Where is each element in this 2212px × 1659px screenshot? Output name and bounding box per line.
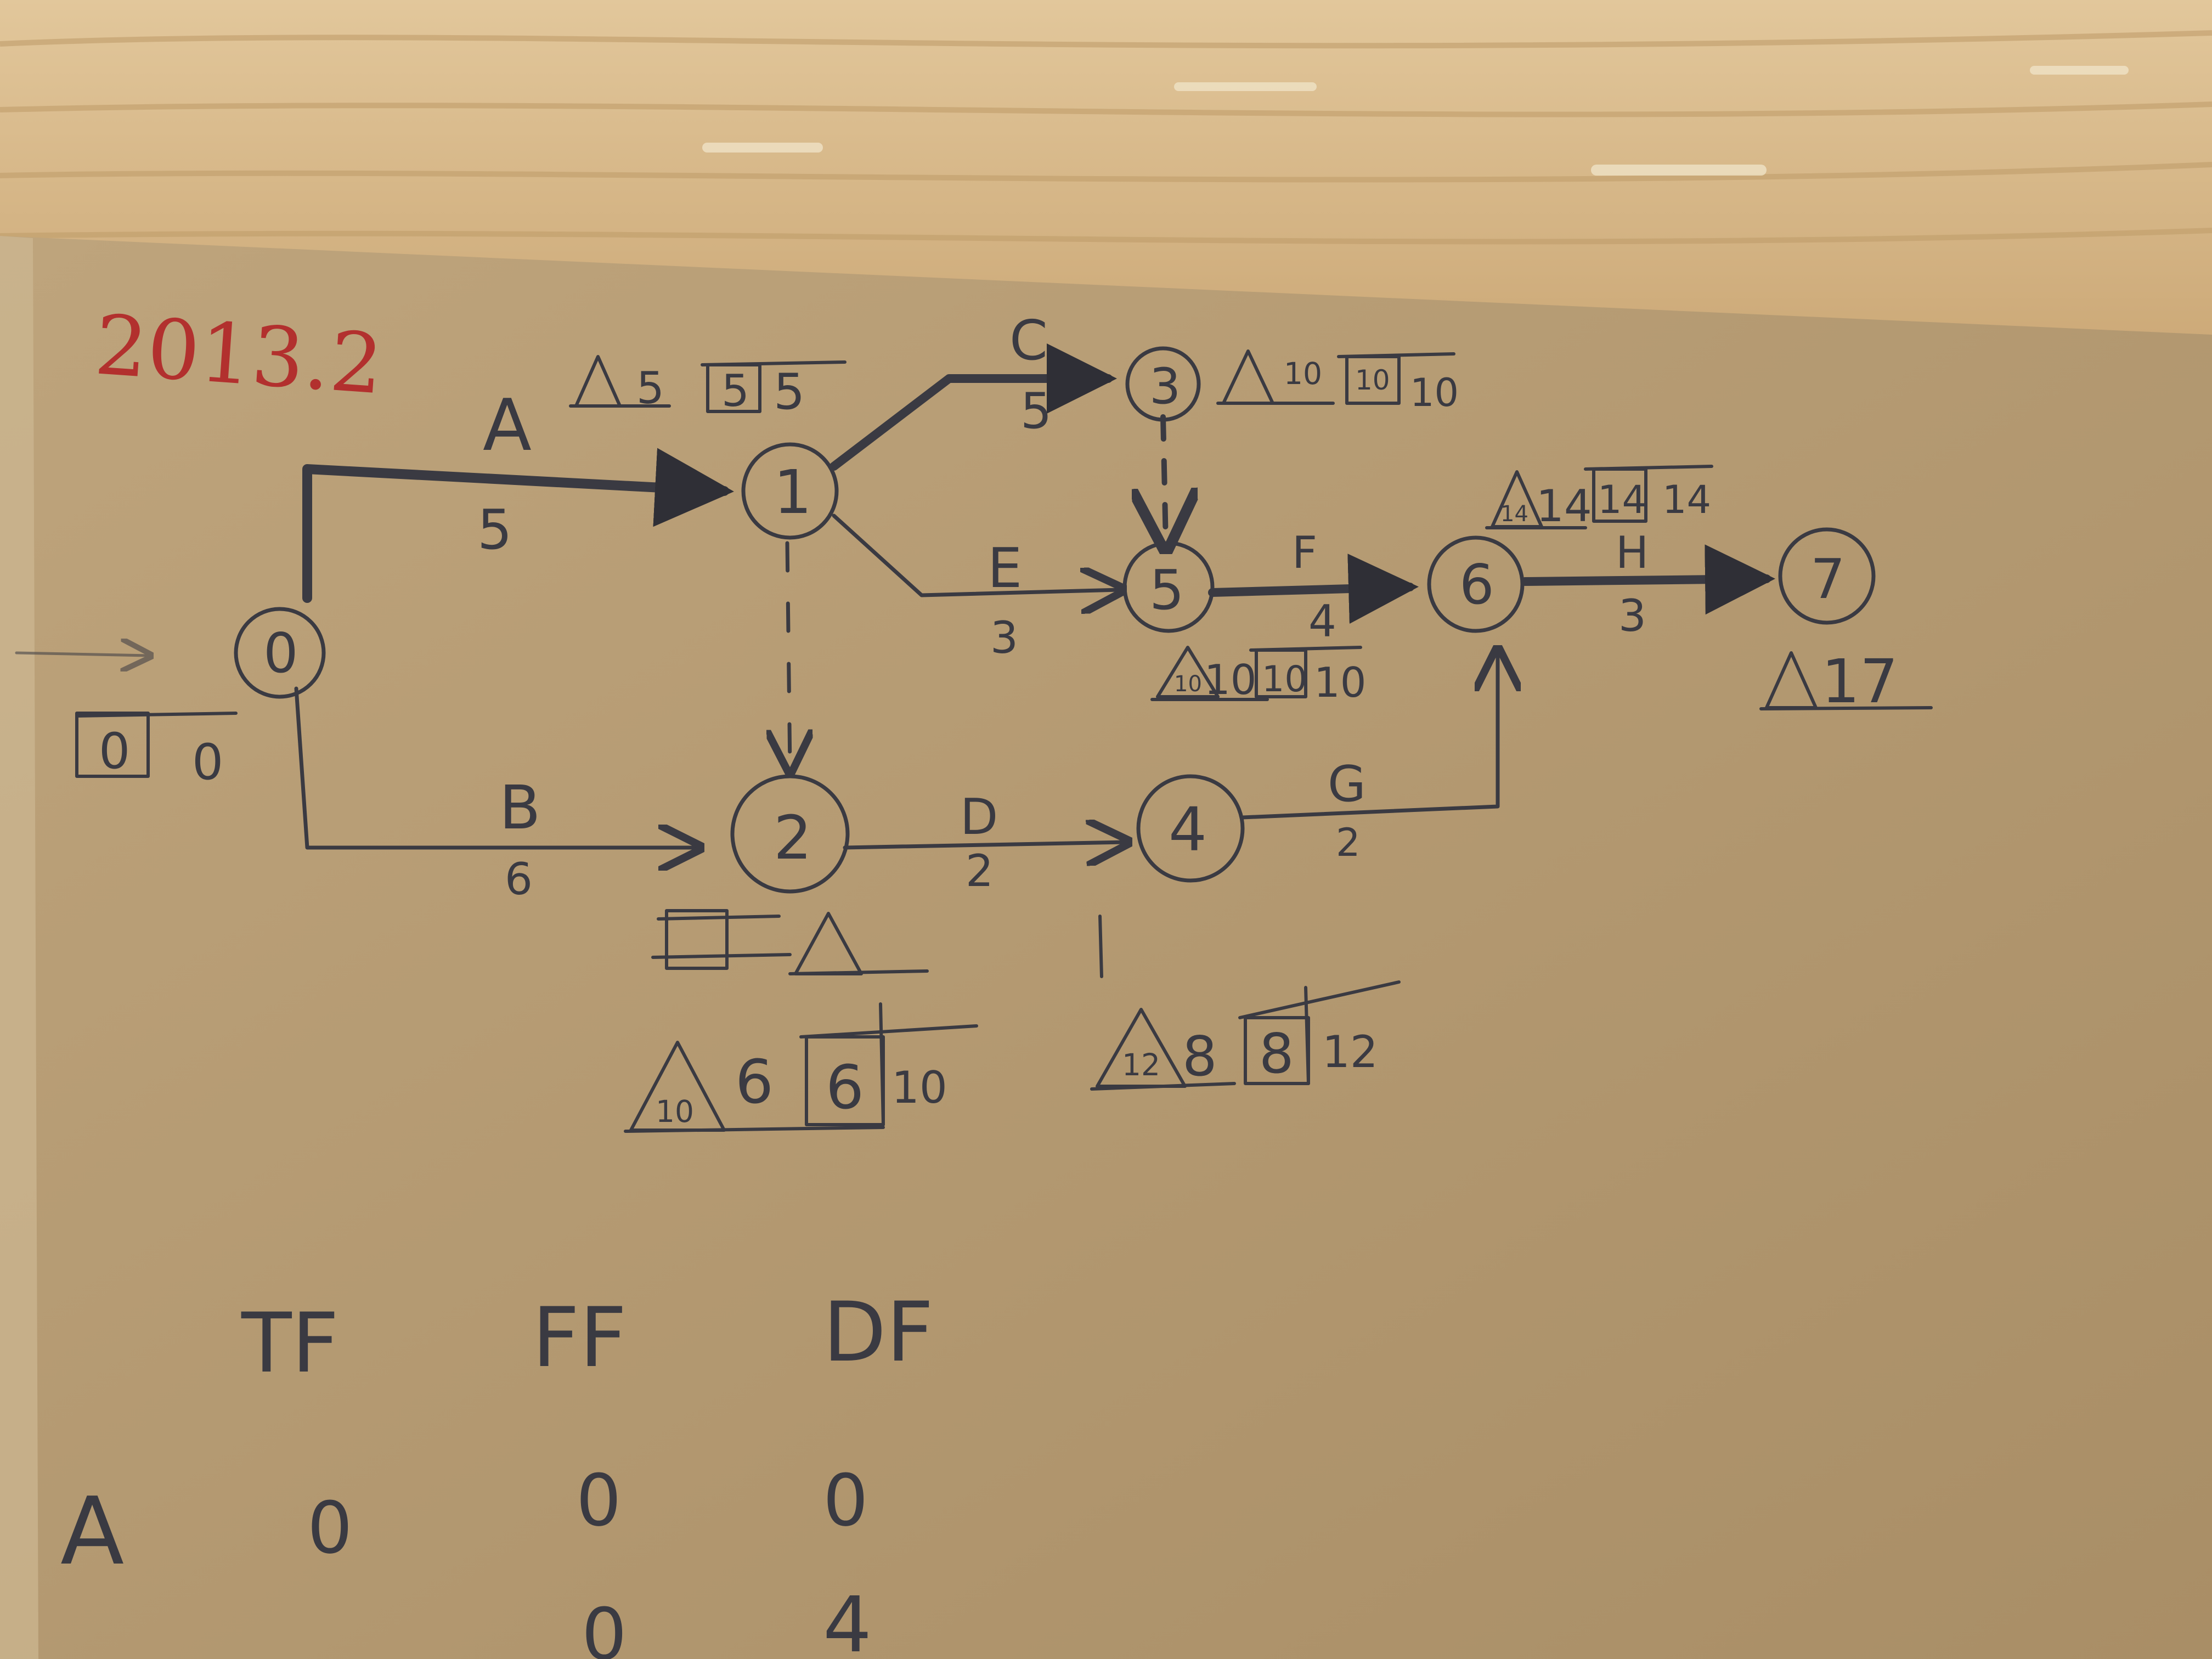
node2-tri-in-value: 10 (656, 1094, 694, 1129)
node6-after-value: 14 (1662, 477, 1711, 522)
node-label-4: 4 (1169, 794, 1207, 865)
notebook-page (0, 236, 2212, 1659)
activity-label-E: E (988, 536, 1022, 600)
activity-labels: A 5 B 6 C 5 E 3 D 2 F 4 G 2 H 3 (477, 308, 1649, 905)
node6-tri-in-value: 14 (1500, 501, 1528, 527)
date-note: 2013.2 (92, 297, 386, 413)
dummy-1-2 (787, 541, 790, 768)
float-row-ff: 0 (576, 1459, 622, 1542)
float-table: TF FF DF A 0 0 0 0 4 (60, 1285, 934, 1659)
node-label-7: 7 (1810, 547, 1846, 611)
node-labels: 0 1 2 3 4 5 6 7 (263, 358, 1846, 873)
network-diagram (15, 343, 1933, 1133)
node1-tri-value: 5 (636, 363, 664, 414)
float-row2-ff: 0 (582, 1593, 627, 1659)
node6-tri-value: 14 (1536, 481, 1592, 532)
node-label-3: 3 (1149, 358, 1181, 415)
activity-F-arrow (1208, 554, 1419, 624)
start-arrow (15, 653, 148, 656)
activity-duration-E: 3 (990, 612, 1018, 663)
node2-after-value: 10 (891, 1062, 947, 1113)
node-label-2: 2 (774, 803, 812, 873)
float-header-tf: TF (241, 1296, 339, 1391)
node3-tri-value: 10 (1284, 356, 1322, 391)
node5-tri-in-value: 10 (1174, 672, 1202, 697)
activity-label-F: F (1292, 527, 1317, 578)
node-label-5: 5 (1149, 558, 1184, 622)
activity-H-arrow (1521, 544, 1775, 615)
float-header-df: DF (823, 1285, 934, 1380)
float-row2-df: 4 (823, 1581, 872, 1659)
node-6 (1427, 535, 1525, 633)
float-row-df: 0 (823, 1459, 868, 1542)
node0-box-value: 0 (99, 723, 130, 780)
node7-tri-value: 17 (1821, 646, 1898, 716)
activity-label-D: D (960, 788, 998, 846)
node-5 (1122, 541, 1215, 633)
notation-values: 0 0 5 5 5 10 10 10 10 10 10 10 14 14 14 … (99, 356, 1898, 1129)
activity-duration-B: 6 (505, 854, 533, 905)
node3-after-value: 10 (1410, 370, 1459, 415)
activity-label-G: G (1328, 755, 1366, 813)
node0-after-value: 0 (192, 733, 223, 791)
activity-label-B: B (499, 772, 540, 843)
node-3 (1125, 346, 1201, 422)
node-label-1: 1 (774, 457, 812, 527)
node5-after-value: 10 (1314, 658, 1366, 707)
activity-A-arrow (302, 448, 734, 603)
activity-C-arrow (830, 343, 1117, 471)
node2-tri-value: 6 (735, 1047, 774, 1117)
node4-tri-value: 8 (1182, 1024, 1217, 1088)
wood-grain (0, 30, 2212, 245)
node-2 (730, 774, 850, 894)
node-label-6: 6 (1459, 552, 1494, 617)
activity-D-arrow (843, 842, 1125, 848)
node5-tri-value: 10 (1204, 656, 1256, 704)
activity-E-arrow (832, 514, 1119, 595)
activity-duration-D: 2 (966, 845, 994, 896)
activity-label-H: H (1616, 527, 1649, 578)
node4-tri-in-value: 12 (1122, 1047, 1160, 1082)
node5-box-value: 10 (1262, 659, 1307, 700)
wood-highlights (702, 66, 2129, 176)
activity-G-arrow (1240, 653, 1498, 820)
node-0 (234, 607, 326, 699)
node-4 (1136, 774, 1245, 883)
node-7 (1778, 527, 1876, 625)
notation-marks (75, 349, 1933, 1133)
activity-duration-C: 5 (1020, 382, 1052, 440)
node4-box-value: 8 (1259, 1022, 1294, 1086)
float-header-ff: FF (532, 1290, 627, 1386)
node-1 (741, 442, 839, 540)
activity-label-A: A (483, 383, 532, 467)
dummy-3-5 (1163, 414, 1166, 543)
node3-box-value: 10 (1355, 364, 1390, 396)
activity-label-C: C (1009, 308, 1048, 373)
page-edge-left (0, 236, 38, 1659)
node6-box-value: 14 (1598, 477, 1646, 522)
activity-duration-H: 3 (1618, 590, 1646, 641)
node-label-0: 0 (263, 621, 298, 685)
activity-B-arrow (294, 686, 697, 848)
node1-after-value: 5 (774, 363, 805, 421)
float-row-activity: A (60, 1477, 124, 1586)
float-row-tf: 0 (307, 1486, 353, 1570)
activity-duration-F: 4 (1308, 596, 1336, 647)
activity-duration-G: 2 (1336, 820, 1361, 865)
activity-duration-A: 5 (477, 498, 512, 562)
node4-after-value: 12 (1322, 1026, 1378, 1077)
node1-box-value: 5 (721, 365, 749, 416)
node2-box-value: 6 (826, 1052, 864, 1122)
